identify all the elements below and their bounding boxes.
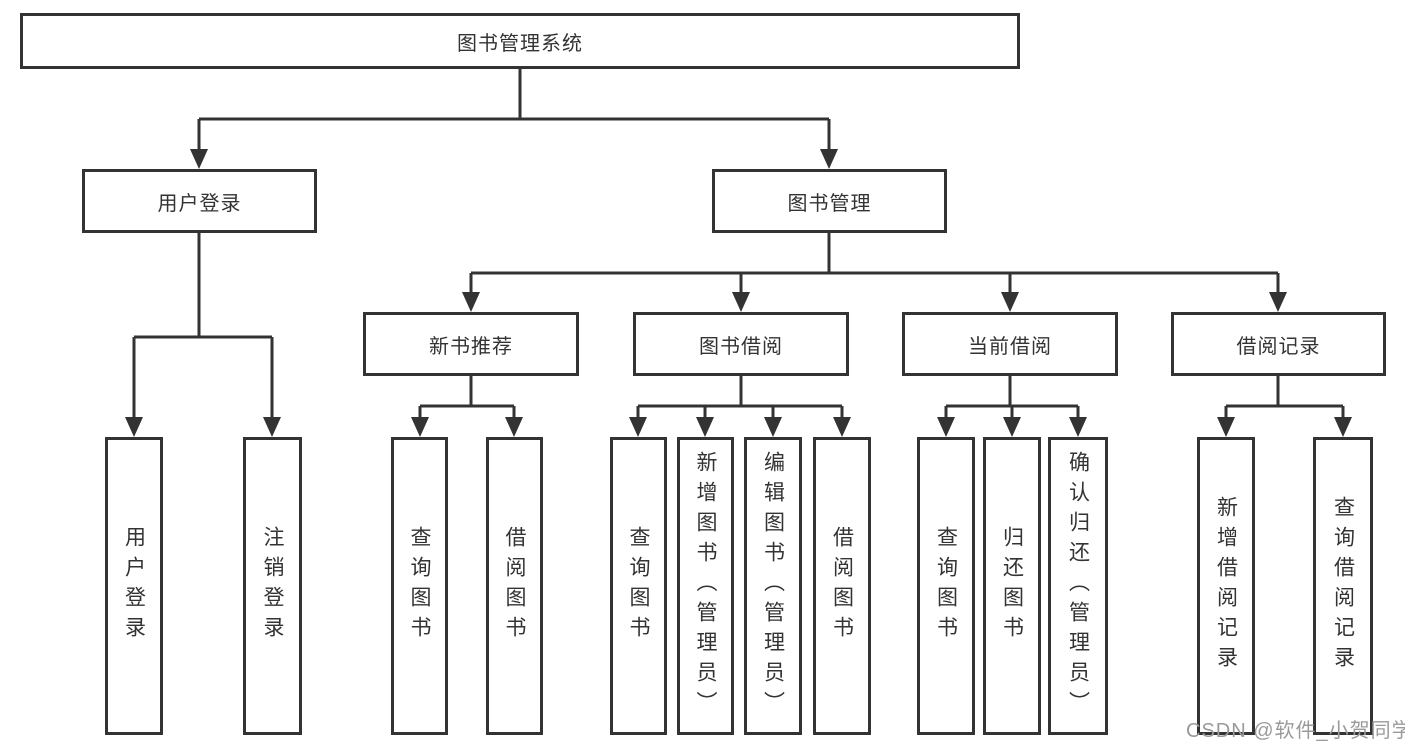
leaf-label: 查询图书 (934, 526, 958, 646)
node-label: 当前借阅 (968, 335, 1052, 358)
leaf-label: 确认归还（管理员） (1066, 451, 1090, 721)
arrowheads (125, 149, 1352, 437)
node-book-management: 图书管理 (712, 169, 947, 233)
leaf-return-book: 归还图书 (983, 437, 1041, 735)
leaf-label: 注销登录 (261, 526, 284, 646)
node-root-label: 图书管理系统 (457, 32, 583, 55)
node-label: 图书借阅 (699, 335, 783, 358)
leaf-label: 归还图书 (1000, 526, 1024, 646)
node-label: 用户登录 (157, 192, 242, 215)
node-label: 借阅记录 (1236, 335, 1321, 358)
leaf-borrow-books-borrowing: 借阅图书 (813, 437, 871, 735)
leaf-add-borrow-record: 新增借阅记录 (1197, 437, 1255, 735)
watermark: CSDN @软件_小贺同学 (1186, 720, 1405, 742)
leaf-query-books-current: 查询图书 (917, 437, 975, 735)
leaf-label: 新增借阅记录 (1214, 496, 1238, 676)
leaf-logout: 注销登录 (243, 437, 302, 735)
leaf-edit-book-admin: 编辑图书（管理员） (744, 437, 802, 735)
leaf-confirm-return-admin: 确认归还（管理员） (1048, 437, 1108, 735)
leaf-label: 新增图书（管理员） (694, 451, 717, 721)
node-label: 图书管理 (787, 192, 872, 215)
node-root: 图书管理系统 (20, 13, 1020, 69)
leaf-query-books-borrowing: 查询图书 (610, 437, 667, 735)
leaf-query-books-recommend: 查询图书 (391, 437, 448, 735)
node-user-login: 用户登录 (82, 169, 317, 233)
leaf-label: 用户登录 (122, 526, 146, 646)
leaf-borrow-books-recommend: 借阅图书 (486, 437, 543, 735)
node-new-book-recommendation: 新书推荐 (363, 312, 579, 376)
leaf-label: 借阅图书 (830, 526, 854, 646)
leaf-label: 查询借阅记录 (1331, 496, 1355, 676)
connector-path (132, 69, 1345, 420)
node-label: 新书推荐 (429, 335, 513, 358)
node-current-borrowing: 当前借阅 (902, 312, 1118, 376)
leaf-label: 编辑图书（管理员） (761, 451, 785, 721)
leaf-user-login: 用户登录 (105, 437, 163, 735)
leaf-label: 查询图书 (627, 526, 650, 646)
node-book-borrowing: 图书借阅 (633, 312, 849, 376)
leaf-query-borrow-record: 查询借阅记录 (1313, 437, 1373, 735)
leaf-label: 查询图书 (408, 526, 431, 646)
leaf-label: 借阅图书 (503, 526, 526, 646)
leaf-add-book-admin: 新增图书（管理员） (677, 437, 734, 735)
node-borrowing-records: 借阅记录 (1171, 312, 1386, 376)
